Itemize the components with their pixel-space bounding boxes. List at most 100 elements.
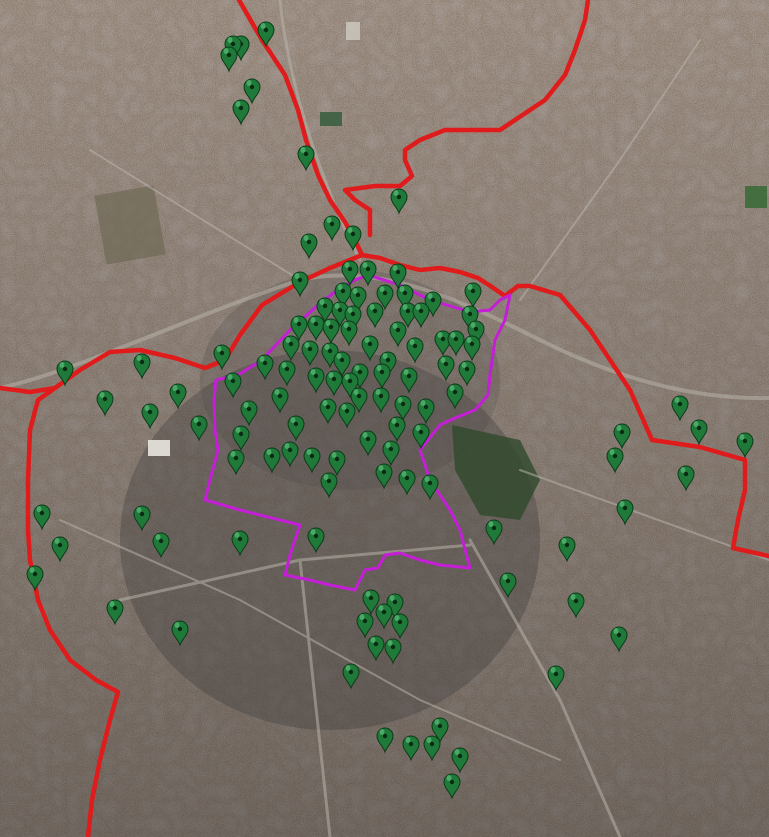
map-pin-icon[interactable] [307,527,325,554]
map-pin-icon[interactable] [307,367,325,394]
map-pin-icon[interactable] [257,21,275,48]
map-pin-icon[interactable] [396,284,414,311]
map-pin-icon[interactable] [372,387,390,414]
map-pin-icon[interactable] [406,337,424,364]
map-pin-icon[interactable] [736,432,754,459]
map-pin-icon[interactable] [338,402,356,429]
map-pin-icon[interactable] [375,603,393,630]
map-pin-icon[interactable] [412,302,430,329]
map-pin-icon[interactable] [220,46,238,73]
map-pin-icon[interactable] [51,536,69,563]
map-pin-icon[interactable] [447,330,465,357]
map-pin-icon[interactable] [389,263,407,290]
map-pin-icon[interactable] [26,565,44,592]
map-pin-icon[interactable] [323,215,341,242]
map-pin-icon[interactable] [350,387,368,414]
map-pin-icon[interactable] [434,330,452,357]
map-pin-icon[interactable] [320,472,338,499]
map-pin-icon[interactable] [290,315,308,342]
map-pin-icon[interactable] [423,735,441,762]
map-pin-icon[interactable] [224,372,242,399]
map-pin-icon[interactable] [567,592,585,619]
map-pin-icon[interactable] [316,297,334,324]
map-pin-icon[interactable] [613,423,631,450]
map-pin-icon[interactable] [356,612,374,639]
map-pin-icon[interactable] [351,363,369,390]
map-pin-icon[interactable] [33,504,51,531]
map-pin-icon[interactable] [190,415,208,442]
map-pin-icon[interactable] [341,260,359,287]
map-pin-icon[interactable] [256,354,274,381]
map-pin-icon[interactable] [382,440,400,467]
map-pin-icon[interactable] [106,599,124,626]
map-pin-icon[interactable] [319,398,337,425]
map-pin-icon[interactable] [325,370,343,397]
map-pin-icon[interactable] [366,302,384,329]
map-pin-icon[interactable] [373,363,391,390]
map-pin-icon[interactable] [388,416,406,443]
map-pin-icon[interactable] [359,430,377,457]
map-pin-icon[interactable] [213,344,231,371]
map-pin-icon[interactable] [558,536,576,563]
map-pin-icon[interactable] [303,447,321,474]
map-pin-icon[interactable] [133,505,151,532]
map-pin-icon[interactable] [263,447,281,474]
map-pin-icon[interactable] [412,423,430,450]
map-pin-icon[interactable] [152,532,170,559]
map-pin-icon[interactable] [376,727,394,754]
map-pin-icon[interactable] [349,286,367,313]
map-pin-icon[interactable] [610,626,628,653]
map-pin-icon[interactable] [307,315,325,342]
map-pin-icon[interactable] [96,390,114,417]
map-pin-icon[interactable] [341,372,359,399]
map-pin-icon[interactable] [391,613,409,640]
map-pin-icon[interactable] [133,353,151,380]
map-pin-icon[interactable] [243,78,261,105]
map-pin-icon[interactable] [141,403,159,430]
map-pin-icon[interactable] [231,530,249,557]
map-pin-icon[interactable] [300,233,318,260]
map-pin-icon[interactable] [291,271,309,298]
map-pin-icon[interactable] [287,415,305,442]
map-pin-icon[interactable] [389,321,407,348]
map-pin-icon[interactable] [464,282,482,309]
map-pin-icon[interactable] [384,638,402,665]
map-pin-icon[interactable] [446,383,464,410]
map-pin-icon[interactable] [322,318,340,345]
map-pin-icon[interactable] [616,499,634,526]
map-pin-icon[interactable] [342,663,360,690]
map-pin-icon[interactable] [398,469,416,496]
map-pin-icon[interactable] [232,99,250,126]
map-pin-icon[interactable] [333,351,351,378]
map-pin-icon[interactable] [240,400,258,427]
map-pin-icon[interactable] [376,284,394,311]
map-pin-icon[interactable] [359,260,377,287]
map-pin-icon[interactable] [375,463,393,490]
map-pin-icon[interactable] [344,225,362,252]
map-pin-icon[interactable] [171,620,189,647]
map-pin-icon[interactable] [394,395,412,422]
map-pin-icon[interactable] [443,773,461,800]
map-pin-icon[interactable] [400,367,418,394]
map-pin-icon[interactable] [485,519,503,546]
map-pin-icon[interactable] [399,302,417,329]
map-pin-icon[interactable] [362,589,380,616]
map-pin-icon[interactable] [278,360,296,387]
map-pin-icon[interactable] [227,449,245,476]
map-pin-icon[interactable] [402,735,420,762]
map-pin-icon[interactable] [463,335,481,362]
map-pin-icon[interactable] [367,635,385,662]
map-pin-icon[interactable] [301,340,319,367]
map-pin-icon[interactable] [334,282,352,309]
map-pin-icon[interactable] [417,398,435,425]
map-pin-icon[interactable] [677,465,695,492]
map-pin-icon[interactable] [328,450,346,477]
map-pin-icon[interactable] [297,145,315,172]
map-pin-icon[interactable] [431,717,449,744]
map-pin-icon[interactable] [169,383,187,410]
map-pin-icon[interactable] [390,188,408,215]
map-pin-icon[interactable] [458,360,476,387]
map-pin-icon[interactable] [547,665,565,692]
map-pin-icon[interactable] [451,747,469,774]
map-pin-icon[interactable] [361,335,379,362]
